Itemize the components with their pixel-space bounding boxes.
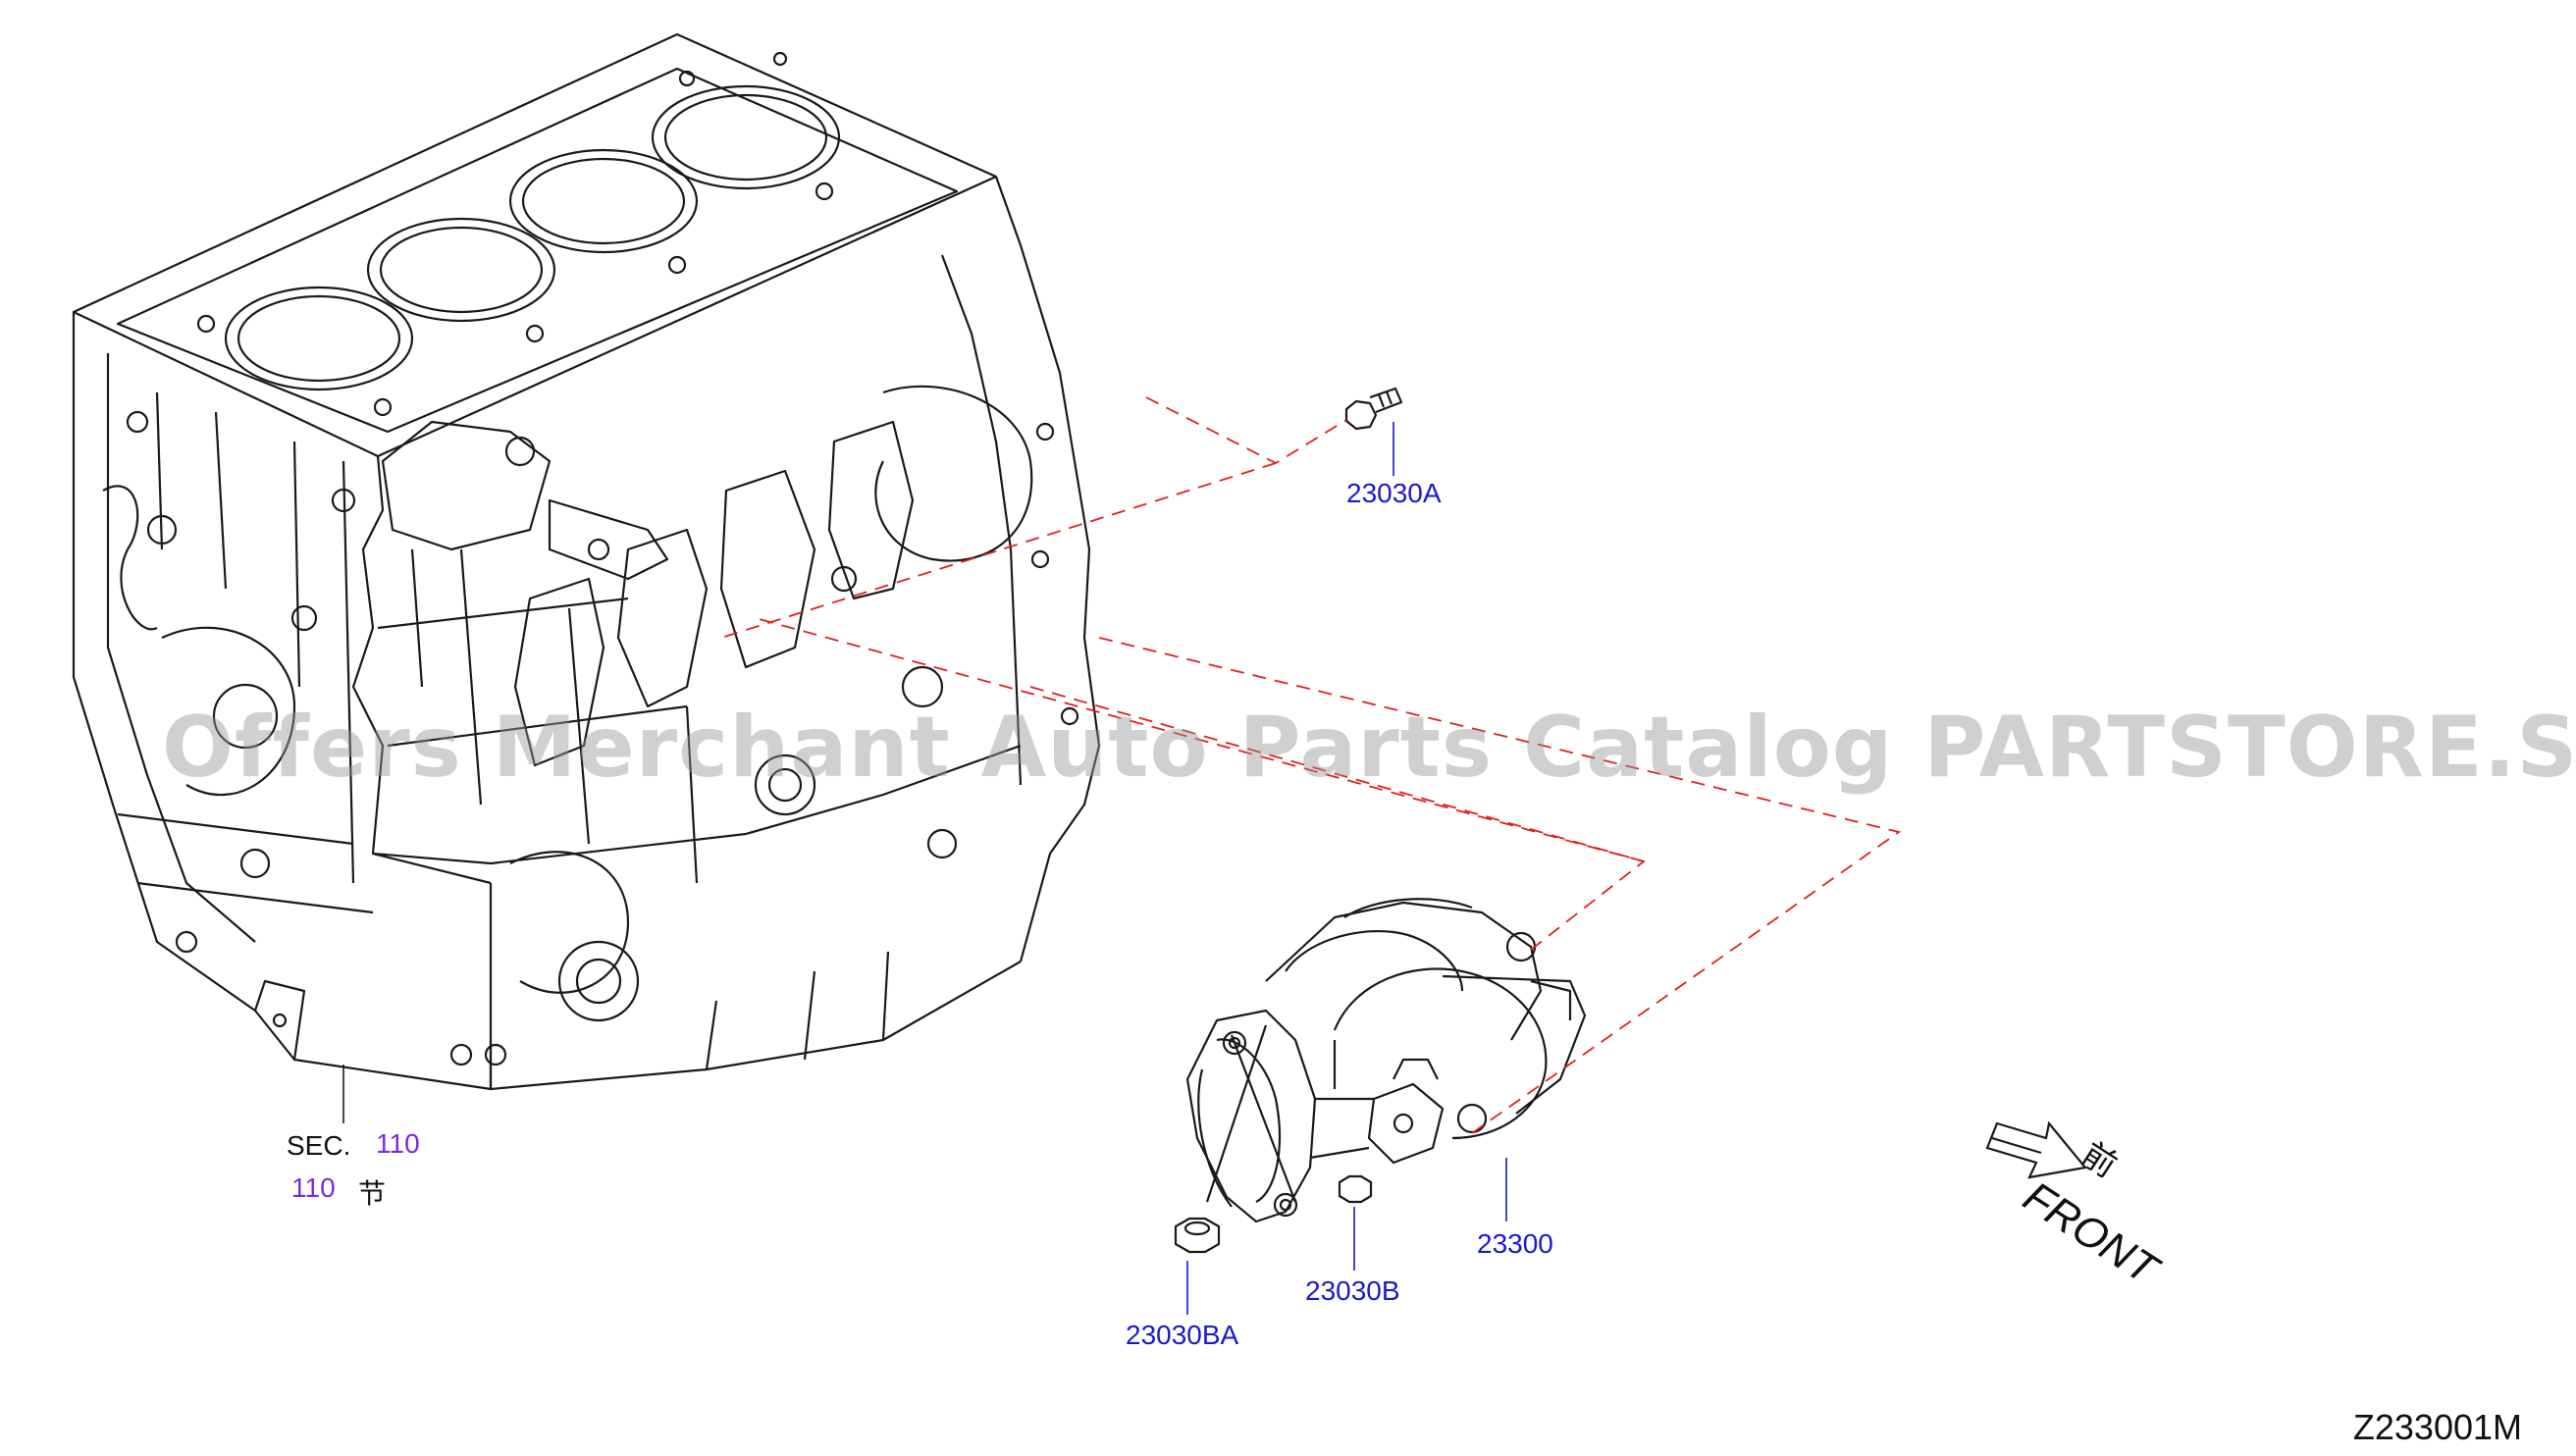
section-cn-suffix: 节 <box>358 1177 387 1210</box>
callout-23030BA[interactable]: 23030BA <box>1126 1320 1239 1350</box>
assembly-dash-lines <box>720 396 1902 1134</box>
engine-block-drawing <box>72 32 1101 1091</box>
section-prefix: SEC. <box>287 1130 351 1161</box>
section-link-110-repeat[interactable]: 110 <box>291 1172 336 1203</box>
diagram-code: Z233001M <box>2352 1407 2522 1447</box>
front-arrow-icon <box>1985 1120 2088 1179</box>
callout-23030B[interactable]: 23030B <box>1305 1275 1400 1306</box>
callout-23030A[interactable]: 23030A <box>1346 478 1442 508</box>
leader-lines <box>1186 422 1507 1315</box>
section-link-110[interactable]: 110 <box>376 1128 420 1159</box>
starter-motor-drawing <box>1174 387 1587 1254</box>
callout-23300[interactable]: 23300 <box>1477 1228 1553 1259</box>
